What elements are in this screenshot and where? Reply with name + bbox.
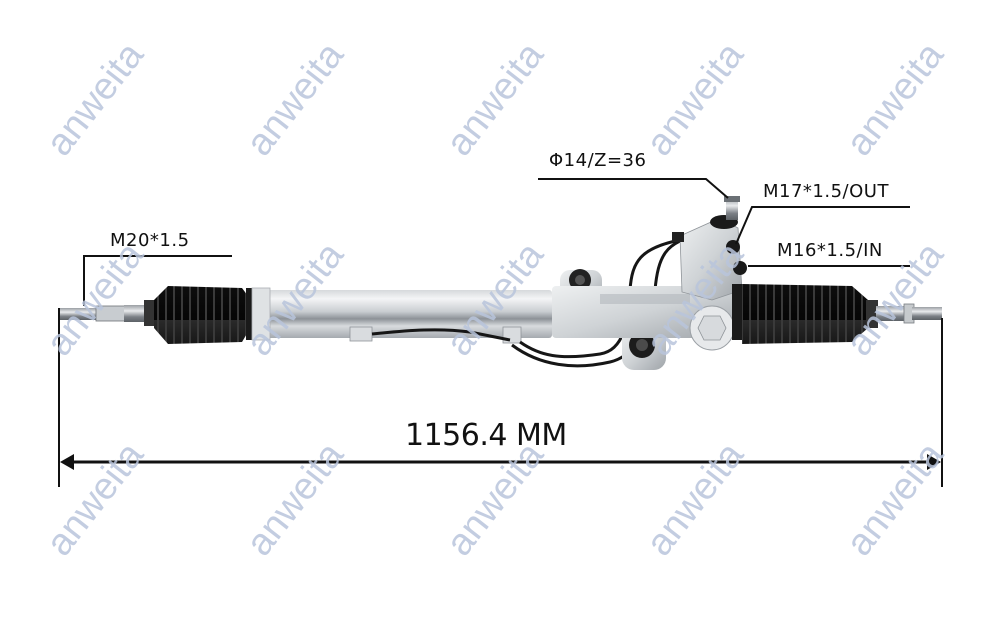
dimension-line <box>58 308 943 487</box>
overall-length-label: 1156.4 MM <box>405 418 567 453</box>
rack-housing-tube <box>252 290 552 338</box>
tie-rod-thread-label: M20*1.5 <box>110 230 190 251</box>
pinion-spec-label: Φ14/Z=36 <box>549 150 647 171</box>
right-boot <box>732 284 878 344</box>
leader-lines <box>83 178 910 306</box>
outlet-port-label: M17*1.5/OUT <box>763 181 889 202</box>
left-boot <box>154 286 254 344</box>
valve-body <box>672 196 747 301</box>
inlet-port <box>733 261 747 275</box>
inlet-port-label: M16*1.5/IN <box>777 240 883 261</box>
right-tie-rod <box>876 303 942 324</box>
left-tie-rod <box>58 300 156 326</box>
